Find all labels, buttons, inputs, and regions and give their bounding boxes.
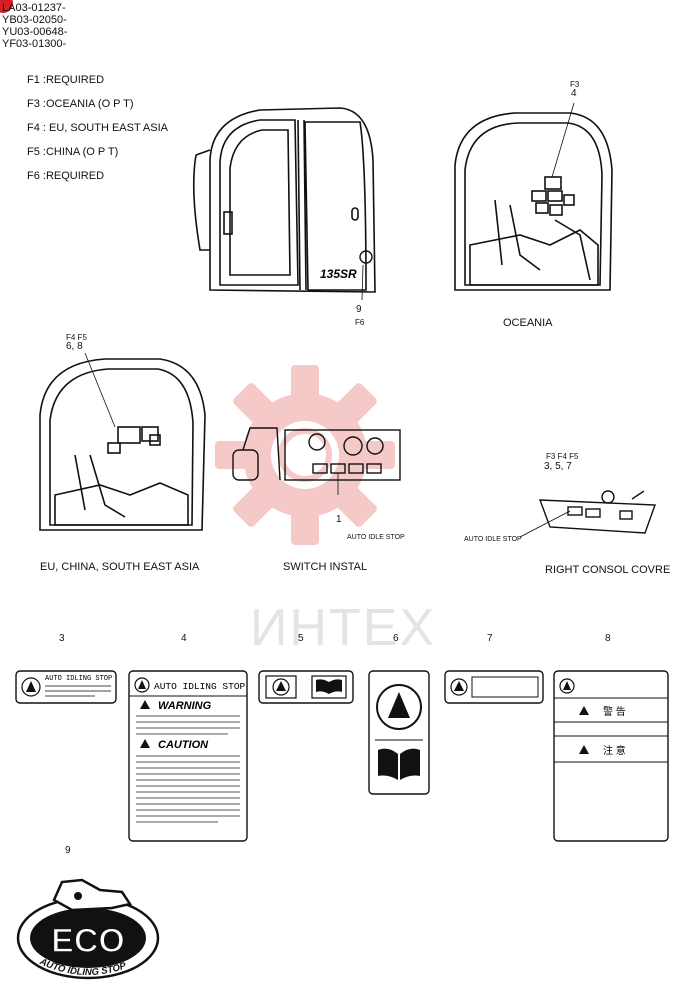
- callout-4-flag: F3: [570, 80, 580, 89]
- part-7-number: 7: [487, 633, 493, 644]
- part-5-decal: [258, 670, 354, 704]
- serial-number: LA03-01237-: [2, 2, 66, 14]
- part-4-caution: CAUTION: [158, 739, 209, 751]
- switch-panel-drawing: [232, 427, 401, 495]
- part-4-title: AUTO IDLING STOP: [154, 681, 246, 692]
- cab-interior-eu-drawing: [39, 352, 206, 531]
- part-6-number: 6: [393, 633, 399, 644]
- part-7-decal: [444, 670, 544, 704]
- part-8-decal: 警 告 注 意: [553, 670, 669, 842]
- part-8-number: 8: [605, 633, 611, 644]
- callout-3-5-7-numbers: 3, 5, 7: [544, 461, 572, 472]
- note-f4: F4 : EU, SOUTH EAST ASIA: [27, 122, 169, 134]
- part-4-warning: WARNING: [158, 700, 212, 712]
- part-3-decal: AUTO IDLING STOP: [15, 670, 117, 704]
- part-6-decal: [368, 670, 430, 795]
- callout-6-8-numbers: 6, 8: [66, 341, 83, 352]
- callout-6-8-flags: F4 F5: [66, 333, 87, 342]
- note-f6: F6 :REQUIRED: [27, 170, 105, 182]
- note-f5: F5 :CHINA (O P T): [27, 146, 119, 158]
- eco-logo: ECO AUTO IDLING STOP: [16, 878, 160, 980]
- part-9-number: 9: [65, 845, 71, 856]
- watermark-gear-icon: [215, 365, 395, 545]
- note-f1: F1 :REQUIRED: [27, 74, 105, 86]
- eu-caption: EU, CHINA, SOUTH EAST ASIA: [40, 561, 200, 573]
- switch-caption: SWITCH INSTAL: [283, 561, 368, 573]
- console-auto-idle-label: AUTO IDLE STOP: [464, 536, 522, 543]
- oceania-caption: OCEANIA: [503, 317, 553, 329]
- part-4-number: 4: [181, 633, 187, 644]
- region-notes: F1 :REQUIRED F3 :OCEANIA (O P T) F4 : EU…: [27, 68, 168, 188]
- part-8-line2: 注 意: [603, 744, 626, 757]
- serial-list: LA03-01237- YB03-02050- YU03-00648- YF03…: [2, 2, 67, 50]
- model-mark: 135SR: [320, 267, 357, 281]
- part-3-title: AUTO IDLING STOP: [45, 675, 112, 683]
- eco-logo-text: ECO: [51, 922, 125, 960]
- callout-9-number: 9: [356, 304, 362, 315]
- switch-auto-idle-label: AUTO IDLE STOP: [347, 534, 405, 541]
- serial-number: YU03-00648-: [2, 26, 68, 38]
- console-caption: RIGHT CONSOL COVRE: [545, 564, 671, 576]
- note-f3: F3 :OCEANIA (O P T): [27, 98, 134, 110]
- callout-1-number: 1: [336, 514, 342, 525]
- console-cover-drawing: [520, 490, 656, 538]
- part-3-number: 3: [59, 633, 65, 644]
- part-5-number: 5: [298, 633, 304, 644]
- serial-number: YF03-01300-: [2, 38, 67, 50]
- part-4-decal: AUTO IDLING STOP WARNING CAUTION: [128, 670, 248, 842]
- callout-4-number: 4: [571, 88, 577, 99]
- callout-9-flag: F6: [355, 318, 365, 327]
- watermark-text: ИНТЕХ: [250, 599, 437, 657]
- corner-dot: [0, 0, 13, 13]
- callout-3-5-7-flags: F3 F4 F5: [546, 452, 579, 461]
- cab-interior-oceania-drawing: [454, 102, 613, 291]
- cab-exterior-drawing: 135SR: [192, 107, 376, 301]
- part-8-line1: 警 告: [603, 705, 626, 718]
- serial-number: YB03-02050-: [2, 14, 67, 26]
